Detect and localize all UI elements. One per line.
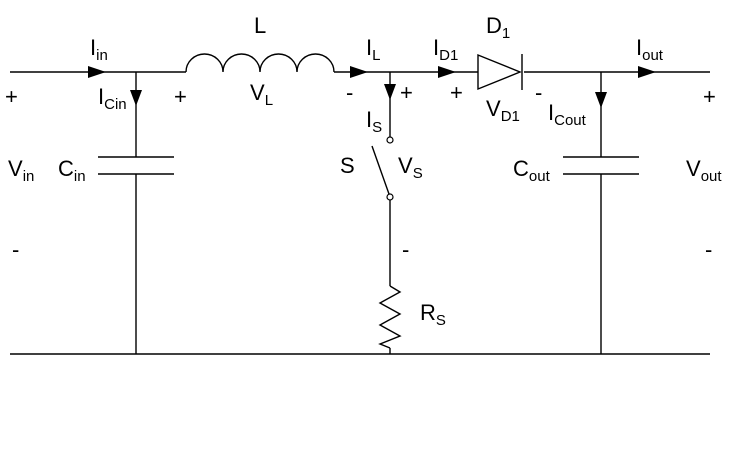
sign-vs-minus: - xyxy=(402,237,409,262)
sign-vin-minus: - xyxy=(12,237,19,262)
label-i-out: Iout xyxy=(636,35,664,64)
switch-top-terminal xyxy=(386,136,394,144)
i-l-arrow xyxy=(350,66,368,78)
i-s-arrow xyxy=(384,84,396,100)
label-i-in: Iin xyxy=(90,35,108,64)
label-d1: D1 xyxy=(486,13,510,42)
label-i-cin: ICin xyxy=(98,84,127,113)
sign-vout-plus: + xyxy=(703,84,716,109)
sign-vd1-plus: + xyxy=(450,80,463,105)
label-i-s: IS xyxy=(366,107,382,136)
i-cout-arrow xyxy=(595,92,607,108)
label-v-d1: VD1 xyxy=(486,96,520,125)
label-v-out: Vout xyxy=(686,156,722,185)
i-out-arrow xyxy=(638,66,656,78)
label-c-in: Cin xyxy=(58,156,86,185)
label-v-s: VS xyxy=(398,153,423,182)
sign-vout-minus: - xyxy=(705,237,712,262)
sense-resistor xyxy=(378,285,402,349)
label-i-l: IL xyxy=(366,35,380,64)
sign-vl-minus: - xyxy=(346,80,353,105)
switch-blade xyxy=(371,145,390,195)
label-i-d1: ID1 xyxy=(433,35,458,64)
label-i-cout: ICout xyxy=(548,100,587,129)
sign-vin-plus: + xyxy=(5,84,18,109)
sign-vs-plus: + xyxy=(400,80,413,105)
label-v-in: Vin xyxy=(8,156,34,185)
sign-vd1-minus: - xyxy=(535,80,542,105)
i-cin-arrow xyxy=(130,90,142,106)
label-l: L xyxy=(254,13,266,38)
sign-vl-plus: + xyxy=(174,84,187,109)
i-d1-arrow xyxy=(438,66,456,78)
label-c-out: Cout xyxy=(513,156,551,185)
inductor-coil xyxy=(185,53,335,73)
label-s: S xyxy=(340,153,355,178)
diode-d1 xyxy=(477,53,522,91)
switch-bottom-terminal xyxy=(386,193,394,201)
i-in-arrow xyxy=(88,66,106,78)
label-v-l: VL xyxy=(250,80,273,109)
label-r-s: RS xyxy=(420,300,446,329)
